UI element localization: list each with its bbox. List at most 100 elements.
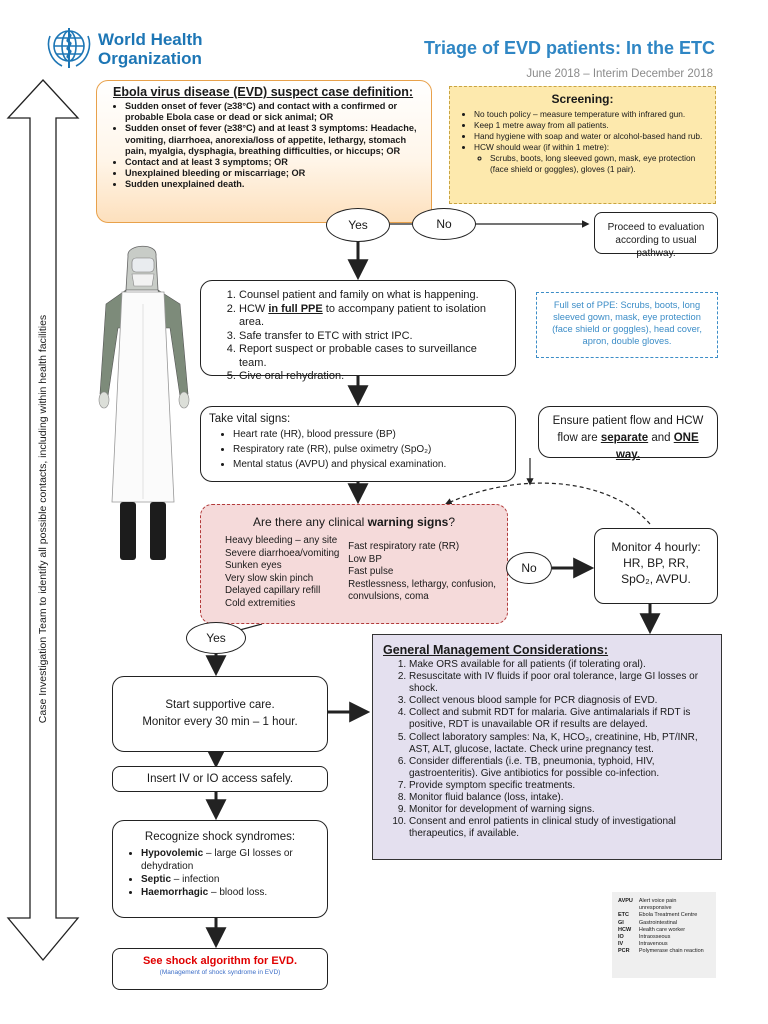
general-item: Collect venous blood sample for PCR diag… xyxy=(409,695,711,707)
abbreviations-box: AVPU Alert voice pain unresponsive ETC Ebo… xyxy=(612,892,716,978)
abbreviation-meaning: Ebola Treatment Centre xyxy=(638,912,698,919)
general-item: Consent and enrol patients in clinical s… xyxy=(409,816,711,840)
abbreviation-meaning: Alert voice pain unresponsive xyxy=(638,898,677,912)
warning-signs-box: Are there any clinical warning signs? He… xyxy=(200,504,508,624)
shock-algorithm-box: See shock algorithm for EVD. (Management… xyxy=(112,948,328,990)
no-label: No xyxy=(436,217,452,231)
warning-sign: Fast respiratory rate (RR) xyxy=(348,541,460,552)
vital-signs-title: Take vital signs: xyxy=(209,413,291,425)
abbreviation-row: GI Gastrointestinal xyxy=(618,920,710,927)
general-item: Provide symptom specific treatments. xyxy=(409,780,711,792)
side-label: Case Investigation Team to identify all … xyxy=(37,314,49,724)
page-title: Triage of EVD patients: In the ETC xyxy=(423,38,715,58)
suspect-item: Unexplained bleeding or miscarriage; OR xyxy=(125,168,423,179)
screening-sub-item: Scrubs, boots, long sleeved gown, mask, … xyxy=(490,153,705,175)
warning-title-pre: Are there any clinical xyxy=(252,515,368,529)
flow-one-way: ONE way. xyxy=(615,432,699,461)
flow-and: and xyxy=(648,432,674,444)
abbreviation: AVPU xyxy=(618,898,633,904)
org-name-line2: Organization xyxy=(98,49,202,68)
shock-title: Recognize shock syndromes: xyxy=(144,831,296,843)
monitor-line3: SpO₂, AVPU. xyxy=(621,572,691,586)
warning-sign: Low BP xyxy=(348,553,382,565)
vital-item: Heart rate (HR), blood pressure (BP) xyxy=(233,427,507,442)
iv-io-access-box: Insert IV or IO access safely. xyxy=(112,766,328,792)
arrow-monitor-loop-back xyxy=(444,482,651,525)
shock-algorithm-link: See shock algorithm for EVD. xyxy=(142,955,298,967)
organization-name: World Health Organization xyxy=(98,30,248,68)
suspect-case-title: Ebola virus disease (EVD) suspect case d… xyxy=(113,85,414,99)
org-name-line1: World Health xyxy=(98,30,203,49)
shock-type: Septic xyxy=(141,874,172,885)
general-item: Collect laboratory samples: Na, K, HCO₃,… xyxy=(409,732,711,756)
vital-signs-box: Take vital signs: Heart rate (HR), blood… xyxy=(200,406,516,482)
supportive-line1: Start supportive care. xyxy=(165,699,275,711)
general-management-box: General Management Considerations: Make … xyxy=(372,634,722,860)
who-logo-icon xyxy=(44,24,94,72)
warning-sign: Sunken eyes xyxy=(225,560,282,572)
counsel-box: Counsel patient and family on what is ha… xyxy=(200,280,516,382)
counsel-item: HCW in full PPE to accompany patient to … xyxy=(239,303,507,330)
abbreviation: IO xyxy=(618,934,624,941)
patient-flow-box: Ensure patient flow and HCW flow are sep… xyxy=(538,406,718,461)
page-date: June 2018 – Interim December 2018 xyxy=(526,68,713,80)
counsel-item: Give oral rehydration. xyxy=(239,370,507,384)
abbreviation: HCW xyxy=(618,926,632,933)
no-oval-top: No xyxy=(412,208,476,240)
shock-type: Haemorrhagic xyxy=(141,887,209,898)
shock-algorithm-note: (Management of shock syndrome in EVD) xyxy=(159,969,281,976)
ppe-health-worker-figure xyxy=(96,244,196,564)
supportive-line2: Monitor every 30 min – 1 hour. xyxy=(142,716,298,728)
abbreviation-meaning: Gastrointestinal xyxy=(638,919,678,926)
warning-left-list: Heavy bleeding – any site Severe diarrho… xyxy=(225,535,348,611)
abbreviation: GI xyxy=(618,919,624,926)
no-label: No xyxy=(521,561,537,575)
abbreviation-meaning: Polymerase chain reaction xyxy=(638,948,704,955)
warning-sign: convulsions, coma xyxy=(348,591,429,603)
shock-syndromes-box: Recognize shock syndromes: Hypovolemic –… xyxy=(112,820,328,918)
general-item: Consider differentials (i.e. TB, pneumon… xyxy=(409,756,711,780)
counsel-item: Safe transfer to ETC with strict IPC. xyxy=(239,330,507,344)
warning-sign: Severe diarrhoea/vomiting xyxy=(225,547,340,559)
shock-item: Septic – infection xyxy=(141,873,319,886)
yes-oval-top: Yes xyxy=(326,208,390,242)
warning-sign: Fast pulse xyxy=(348,566,394,578)
general-management-title: General Management Considerations: xyxy=(383,643,609,657)
suspect-item: Sudden onset of fever (≥38°C) and contac… xyxy=(125,101,423,123)
screening-item: Keep 1 metre away from all patients. xyxy=(474,120,705,131)
ppe-note-box: Full set of PPE: Scrubs, boots, long sle… xyxy=(536,292,718,358)
general-item: Monitor fluid balance (loss, intake). xyxy=(409,792,711,804)
side-double-arrow xyxy=(6,79,80,962)
suspect-item: Sudden onset of fever (≥38°C) and at lea… xyxy=(125,123,423,157)
general-item: Resuscitate with IV fluids if poor oral … xyxy=(409,671,711,695)
general-item: Make ORS available for all patients (if … xyxy=(409,659,711,671)
abbreviation-row: IO Intraosseous xyxy=(618,934,710,941)
warning-sign: Restlessness, lethargy, confusion, xyxy=(348,578,497,590)
warning-right-list: Fast respiratory rate (RR) Low BP Fast p… xyxy=(348,541,497,611)
general-item: Monitor for development of warning signs… xyxy=(409,804,711,816)
screening-box: Screening: No touch policy – measure tem… xyxy=(449,86,716,204)
abbreviation-row: ETC Ebola Treatment Centre xyxy=(618,912,710,919)
screening-title: Screening: xyxy=(551,92,614,106)
warning-sign: Cold extremities xyxy=(225,597,296,609)
abbreviations-table: AVPU Alert voice pain unresponsive ETC Ebo… xyxy=(618,898,710,956)
yes-label: Yes xyxy=(206,631,226,645)
screening-item: No touch policy – measure temperature wi… xyxy=(474,109,705,120)
warning-title-post: ? xyxy=(448,515,456,529)
suspect-item: Sudden unexplained death. xyxy=(125,179,423,190)
abbreviation-meaning: Health care worker xyxy=(638,926,686,933)
flow-separate: separate xyxy=(600,432,649,444)
warning-title-bold: warning signs xyxy=(367,515,449,529)
supportive-care-box: Start supportive care. Monitor every 30 … xyxy=(112,676,328,752)
vital-item: Respiratory rate (RR), pulse oximetry (S… xyxy=(233,442,507,457)
yes-oval-lower: Yes xyxy=(186,622,246,654)
monitor-4-hourly-box: Monitor 4 hourly: HR, BP, RR, SpO₂, AVPU… xyxy=(594,528,718,604)
abbreviation: IV xyxy=(618,941,624,948)
shock-desc: – blood loss. xyxy=(208,887,268,898)
abbreviation-meaning: Intraosseous xyxy=(638,934,671,941)
abbreviation: ETC xyxy=(618,912,629,919)
screening-item-text: HCW should wear (if within 1 metre): xyxy=(474,142,610,152)
yes-label: Yes xyxy=(348,218,368,232)
